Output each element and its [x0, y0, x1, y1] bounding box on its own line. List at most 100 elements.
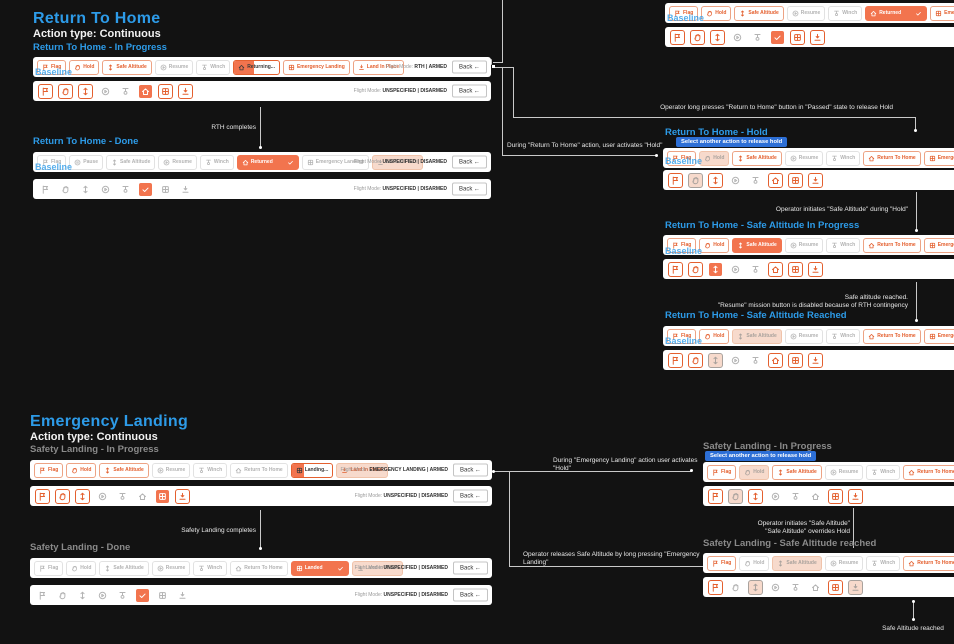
- hand-button[interactable]: Hold: [699, 150, 730, 166]
- home-button[interactable]: Return To Home: [903, 555, 954, 571]
- safe-altitude-button[interactable]: Safe Altitude: [732, 237, 782, 253]
- safe-altitude-button[interactable]: [748, 488, 763, 504]
- hand-button[interactable]: Hold: [699, 328, 730, 344]
- emergency-landing-button[interactable]: Emergency Landing: [282, 59, 350, 75]
- flag-button[interactable]: [38, 83, 53, 99]
- home-button[interactable]: Return To Home: [863, 237, 921, 253]
- check-button[interactable]: [135, 587, 150, 603]
- flag-button[interactable]: Flag: [667, 328, 697, 344]
- hand-button[interactable]: Hold: [66, 462, 97, 478]
- emergency-landing-button[interactable]: [788, 172, 803, 188]
- home-button[interactable]: Return To Home: [903, 464, 954, 480]
- back-button[interactable]: Back ←: [452, 588, 488, 602]
- home-button[interactable]: Return To Home: [863, 328, 921, 344]
- hand-button[interactable]: [688, 352, 703, 368]
- home-button[interactable]: Return To Home: [863, 150, 921, 166]
- flag-button[interactable]: [668, 261, 683, 277]
- emergency-landing-button[interactable]: [788, 352, 803, 368]
- safe-altitude-button[interactable]: Safe Altitude: [732, 150, 782, 166]
- safe-altitude-button[interactable]: [708, 261, 723, 277]
- safe-altitude-button[interactable]: [78, 83, 93, 99]
- land-in-place-button[interactable]: [848, 488, 863, 504]
- safe-altitude-button[interactable]: [708, 352, 723, 368]
- flag-button[interactable]: [35, 488, 50, 504]
- hand-button[interactable]: Hold: [739, 464, 770, 480]
- home-button[interactable]: [768, 172, 783, 188]
- safe-altitude-button[interactable]: Safe Altitude: [732, 328, 782, 344]
- emergency-landing-button[interactable]: Emergency Landing: [930, 5, 954, 21]
- emergency-landing-button[interactable]: Emergency Landing: [923, 328, 954, 344]
- home-button[interactable]: [138, 83, 153, 99]
- flag-button[interactable]: Flag: [707, 464, 737, 480]
- hand-button[interactable]: [688, 172, 703, 188]
- safe-altitude-button[interactable]: [710, 29, 725, 45]
- emergency-landing-button[interactable]: [790, 29, 805, 45]
- hand-button[interactable]: Hold: [69, 59, 100, 75]
- home-button[interactable]: Returned: [236, 154, 299, 170]
- check-button[interactable]: [138, 181, 153, 197]
- emergency-landing-button[interactable]: [155, 488, 170, 504]
- emergency-landing-button[interactable]: [828, 488, 843, 504]
- emergency-landing-button[interactable]: [158, 83, 173, 99]
- safe-altitude-button[interactable]: Safe Altitude: [102, 59, 152, 75]
- flag-button[interactable]: Flag: [667, 237, 697, 253]
- flag-button[interactable]: [670, 29, 685, 45]
- flag-button[interactable]: Flag: [707, 555, 737, 571]
- land-in-place-button[interactable]: Land in Place: [371, 154, 423, 170]
- land-in-place-button[interactable]: [848, 579, 863, 595]
- safe-altitude-button[interactable]: Safe Altitude: [734, 5, 784, 21]
- flag-button[interactable]: [668, 352, 683, 368]
- back-button[interactable]: Back ←: [452, 489, 488, 503]
- emergency-landing-button[interactable]: [828, 579, 843, 595]
- home-button[interactable]: Returning...: [233, 59, 280, 75]
- flag-button[interactable]: [708, 579, 723, 595]
- safe-altitude-button[interactable]: Safe Altitude: [99, 462, 149, 478]
- hand-button[interactable]: Hold: [699, 237, 730, 253]
- land-in-place-button[interactable]: Land in Place: [351, 560, 403, 576]
- emergency-landing-button[interactable]: Landing...: [290, 462, 334, 478]
- home-button[interactable]: [768, 352, 783, 368]
- safe-altitude-button[interactable]: Safe Altitude: [772, 464, 822, 480]
- land-in-place-button[interactable]: [810, 29, 825, 45]
- flag-button[interactable]: Flag: [37, 59, 67, 75]
- home-button[interactable]: Returned: [865, 5, 928, 21]
- hand-button[interactable]: [728, 488, 743, 504]
- land-in-place-button[interactable]: Land in Place: [336, 462, 388, 478]
- safe-altitude-button[interactable]: [708, 172, 723, 188]
- home-button[interactable]: [768, 261, 783, 277]
- hand-button[interactable]: [690, 29, 705, 45]
- back-button[interactable]: Back ←: [451, 155, 487, 169]
- back-button[interactable]: Back ←: [451, 182, 487, 196]
- flag-button[interactable]: [708, 488, 723, 504]
- check-button[interactable]: [770, 29, 785, 45]
- emergency-landing-button[interactable]: Emergency Landing: [923, 237, 954, 253]
- hand-button[interactable]: [58, 83, 73, 99]
- hand-button[interactable]: [688, 261, 703, 277]
- flag-button[interactable]: Flag: [669, 5, 699, 21]
- safe-altitude-button[interactable]: [748, 579, 763, 595]
- land-in-place-button[interactable]: [808, 352, 823, 368]
- flag-button[interactable]: Flag: [667, 150, 697, 166]
- land-in-place-button[interactable]: [178, 83, 193, 99]
- flag-button[interactable]: Flag: [34, 462, 64, 478]
- winch-icon: [791, 492, 800, 501]
- safe-altitude-button[interactable]: Safe Altitude: [772, 555, 822, 571]
- back-button[interactable]: Back ←: [451, 60, 487, 74]
- hand-button[interactable]: [55, 488, 70, 504]
- land-in-place-button[interactable]: [808, 261, 823, 277]
- emergency-landing-button[interactable]: [788, 261, 803, 277]
- back-button[interactable]: Back ←: [451, 84, 487, 98]
- back-button[interactable]: Back ←: [452, 463, 488, 477]
- back-button[interactable]: Back ←: [452, 561, 488, 575]
- emergency-landing-button[interactable]: Landed: [290, 560, 349, 576]
- flag-button[interactable]: [668, 172, 683, 188]
- safe-altitude-button[interactable]: [75, 488, 90, 504]
- check-icon: [287, 159, 294, 166]
- land-in-place-button[interactable]: [808, 172, 823, 188]
- land-in-place-button[interactable]: Land In Place: [352, 59, 404, 75]
- hand-button[interactable]: Hold: [701, 5, 732, 21]
- land-in-place-button[interactable]: [175, 488, 190, 504]
- emergency-landing-button[interactable]: Emergency Landing: [923, 150, 954, 166]
- emergency-landing-button: Emergency Landing: [301, 154, 369, 170]
